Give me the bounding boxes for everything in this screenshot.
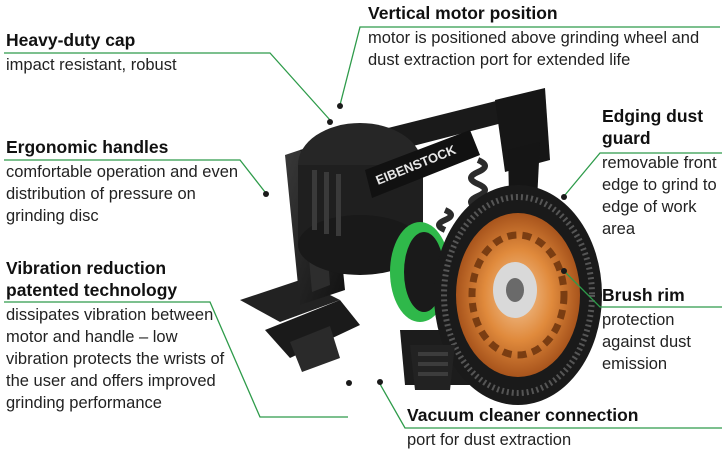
vacuum-port — [410, 345, 455, 390]
dot-vacuum-connection — [377, 379, 383, 385]
dot-vertical-motor — [337, 103, 343, 109]
callout-title: Heavy-duty cap — [6, 30, 136, 50]
callout-brush-rim: Brush rim protection against dust emissi… — [602, 284, 722, 375]
callout-title: Vibration reduction patented technology — [6, 258, 178, 300]
dot-brush-rim — [561, 268, 567, 274]
callout-description: motor is positioned above grinding wheel… — [368, 29, 700, 69]
callout-vertical-motor: Vertical motor position motor is positio… — [368, 2, 708, 71]
dot-heavy-duty-cap — [327, 119, 333, 125]
callout-vibration-reduction: Vibration reduction patented technology … — [6, 257, 231, 414]
callout-ergonomic-handles: Ergonomic handles comfortable operation … — [6, 136, 246, 227]
dot-ergonomic-handles — [263, 191, 269, 197]
callout-title: Brush rim — [602, 285, 685, 305]
callout-edging-dust-guard: Edging dust guard removable front edge t… — [602, 105, 724, 240]
callout-vacuum-connection: Vacuum cleaner connection port for dust … — [407, 404, 707, 451]
callout-description: port for dust extraction — [407, 431, 572, 449]
callout-title: Ergonomic handles — [6, 137, 169, 157]
vibration-springs — [436, 157, 488, 233]
dot-vibration-reduction — [346, 380, 352, 386]
callout-description: impact resistant, robust — [6, 56, 177, 74]
callout-heavy-duty-cap: Heavy-duty cap impact resistant, robust — [6, 29, 266, 76]
callout-title: Vertical motor position — [368, 3, 558, 23]
callout-description: removable front edge to grind to edge of… — [602, 154, 717, 238]
callout-title: Edging dust guard — [602, 106, 704, 148]
callout-title: Vacuum cleaner connection — [407, 405, 639, 425]
motor-housing: EIBENSTOCK — [298, 123, 480, 275]
grinding-disc — [434, 185, 602, 405]
dot-edging-dust-guard — [561, 194, 567, 200]
callout-description: protection against dust emission — [602, 311, 691, 373]
callout-description: comfortable operation and even distribut… — [6, 163, 239, 225]
callout-description: dissipates vibration between motor and h… — [6, 306, 225, 412]
